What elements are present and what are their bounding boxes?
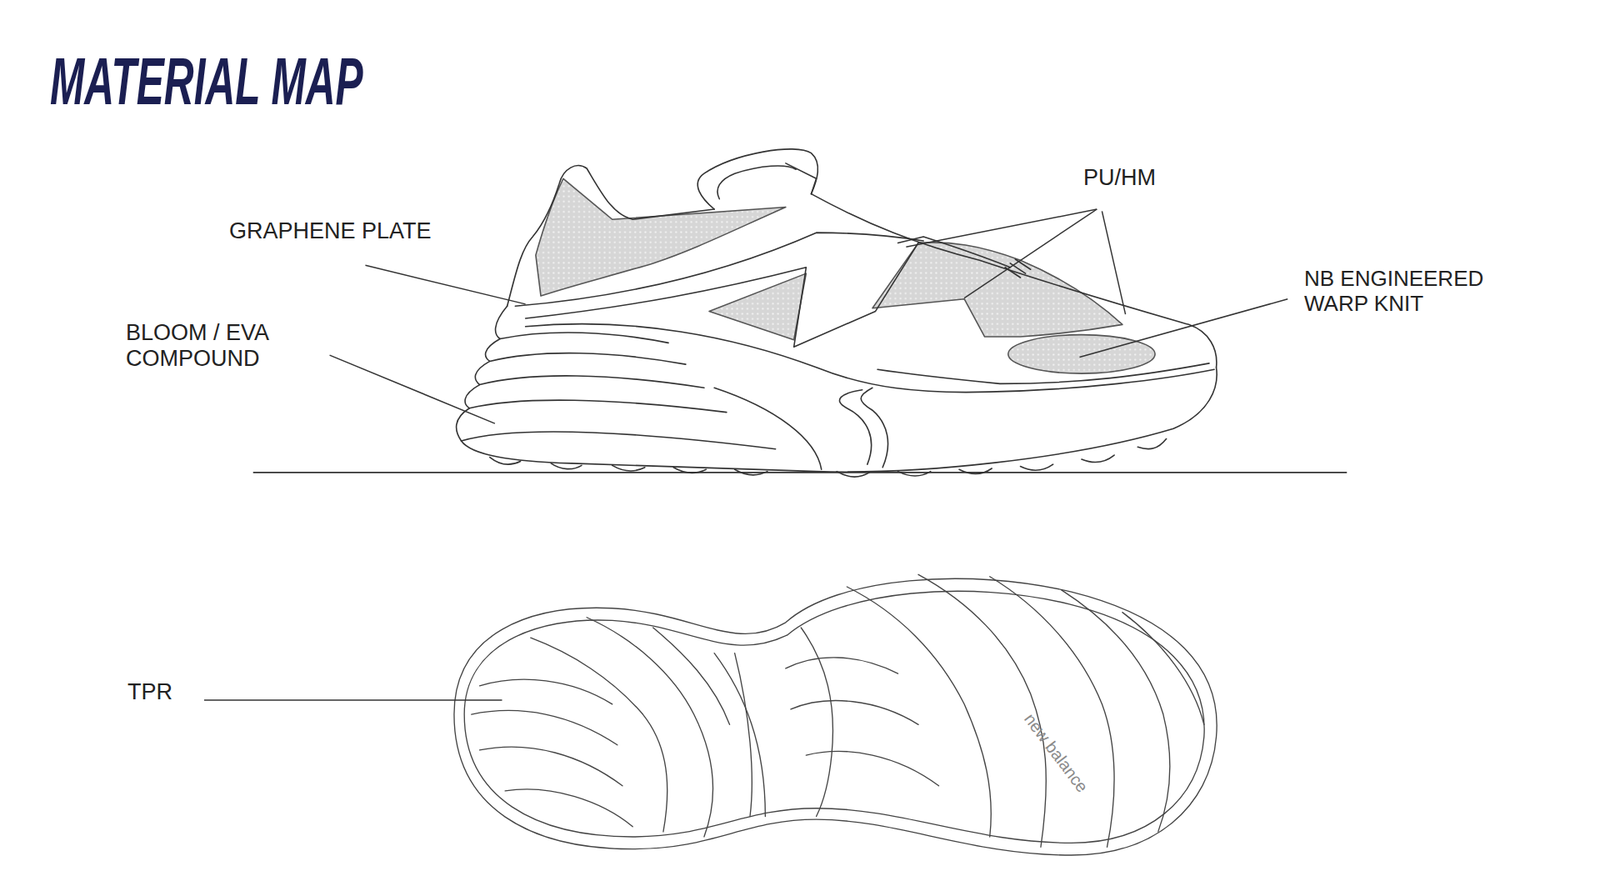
part-label: TPR: [127, 679, 173, 705]
part-label: PU/HM: [1083, 165, 1156, 191]
side-view: [456, 149, 1218, 477]
ground-line: [253, 471, 1348, 474]
brand-text: new balance: [1020, 709, 1092, 796]
page-title: MATERIAL MAP: [50, 43, 364, 120]
leader-lines: [204, 209, 1288, 700]
part-label: BLOOM / EVA COMPOUND: [125, 320, 293, 372]
part-label: NB ENGINEERED WARP KNIT: [1304, 266, 1513, 317]
part-label: GRAPHENE PLATE: [229, 218, 432, 245]
sole-view: [454, 574, 1217, 855]
